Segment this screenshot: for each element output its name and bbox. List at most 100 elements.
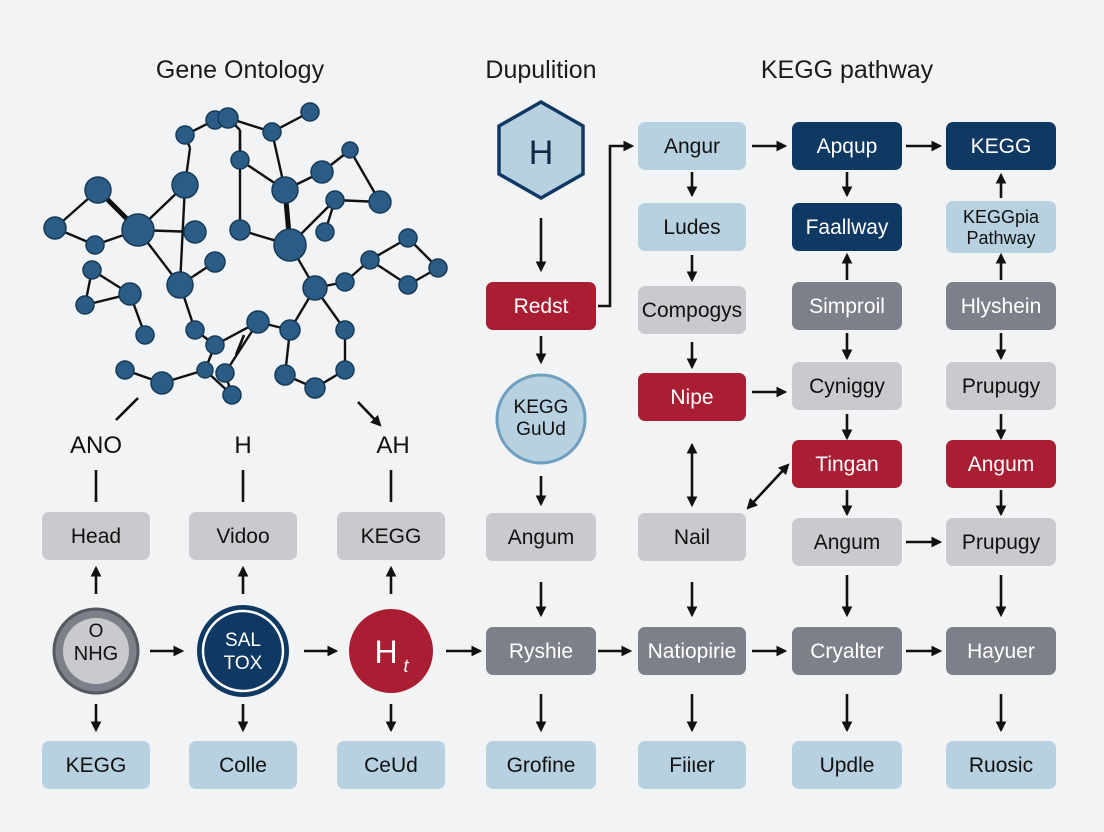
label-h: H bbox=[234, 432, 251, 459]
node-angum-c3-label: Angum bbox=[814, 531, 881, 554]
circle-kegg-guid-line2: GuUd bbox=[516, 419, 566, 440]
node-redst-box bbox=[486, 282, 596, 330]
node-faallway[interactable]: Faallway bbox=[792, 203, 902, 251]
node-tingan-label: Tingan bbox=[815, 453, 878, 476]
circle-kegg-guid[interactable]: KEGG GuUd bbox=[495, 373, 587, 465]
node-updle-label: Updle bbox=[820, 754, 875, 777]
node-angum-red-label: Angum bbox=[968, 453, 1035, 476]
node-kegg-left[interactable]: KEGG bbox=[337, 512, 445, 560]
node-cyniggy-box bbox=[792, 362, 902, 410]
node-ludes-label: Ludes bbox=[663, 216, 720, 239]
node-angum-red-box bbox=[946, 440, 1056, 488]
node-vidoo-box bbox=[189, 512, 297, 560]
node-ceud[interactable]: CeUd bbox=[337, 741, 445, 789]
node-angum-c3[interactable]: Angum bbox=[792, 518, 902, 566]
node-angum-c3-box bbox=[792, 518, 902, 566]
node-ruosic-box bbox=[946, 741, 1056, 789]
node-redst-label: Redst bbox=[514, 295, 569, 318]
node-angur[interactable]: Angur bbox=[638, 122, 746, 170]
node-ruosic-label: Ruosic bbox=[969, 754, 1033, 777]
node-prupugy-1[interactable]: Prupugy bbox=[946, 362, 1056, 410]
node-angum-mid-label: Angum bbox=[508, 526, 575, 549]
node-grofine-label: Grofine bbox=[507, 754, 576, 777]
node-nail[interactable]: Nail bbox=[638, 513, 746, 561]
node-colle[interactable]: Colle bbox=[189, 741, 297, 789]
node-nipe[interactable]: Nipe bbox=[638, 373, 746, 421]
node-apqup[interactable]: Apqup bbox=[792, 122, 902, 170]
node-cryalter-label: Cryalter bbox=[810, 640, 884, 663]
node-natiopirie-box bbox=[638, 627, 746, 675]
node-updle[interactable]: Updle bbox=[792, 741, 902, 789]
circle-ht-sub: t bbox=[403, 656, 409, 676]
node-vidoo[interactable]: Vidoo bbox=[189, 512, 297, 560]
node-redst[interactable]: Redst bbox=[486, 282, 596, 330]
node-grofine[interactable]: Grofine bbox=[486, 741, 596, 789]
node-cyniggy[interactable]: Cyniggy bbox=[792, 362, 902, 410]
node-tingan[interactable]: Tingan bbox=[792, 440, 902, 488]
node-hayuer-box bbox=[946, 627, 1056, 675]
node-prupugy-2[interactable]: Prupugy bbox=[946, 518, 1056, 566]
node-nail-box bbox=[638, 513, 746, 561]
molecule-network-graphic bbox=[43, 102, 448, 405]
circle-ht-main: H bbox=[374, 634, 397, 670]
node-angum-red[interactable]: Angum bbox=[946, 440, 1056, 488]
node-natiopirie[interactable]: Natiopirie bbox=[638, 627, 746, 675]
node-ludes[interactable]: Ludes bbox=[638, 203, 746, 251]
node-grofine-box bbox=[486, 741, 596, 789]
node-kegg-top[interactable]: KEGG bbox=[946, 122, 1056, 170]
node-head[interactable]: Head bbox=[42, 512, 150, 560]
node-ryshie[interactable]: Ryshie bbox=[486, 627, 596, 675]
node-compogys[interactable]: Compogys bbox=[638, 286, 746, 334]
node-prupugy-1-box bbox=[946, 362, 1056, 410]
node-nipe-label: Nipe bbox=[670, 386, 713, 409]
node-angum-mid-box bbox=[486, 513, 596, 561]
circle-sal-tox[interactable]: SAL TOX bbox=[197, 605, 289, 697]
node-head-label: Head bbox=[71, 525, 121, 548]
node-cyniggy-label: Cyniggy bbox=[809, 375, 885, 398]
circle-nhg-line2: NHG bbox=[74, 643, 118, 665]
node-ludes-box bbox=[638, 203, 746, 251]
node-hayuer[interactable]: Hayuer bbox=[946, 627, 1056, 675]
node-angum-mid[interactable]: Angum bbox=[486, 513, 596, 561]
node-faallway-label: Faallway bbox=[806, 216, 889, 239]
heading-duplication: Dupulition bbox=[485, 56, 596, 84]
node-ryshie-box bbox=[486, 627, 596, 675]
circle-nhg[interactable]: O NHG bbox=[52, 607, 140, 695]
node-faallway-box bbox=[792, 203, 902, 251]
node-vidoo-label: Vidoo bbox=[216, 525, 269, 548]
node-kegg-bottom[interactable]: KEGG bbox=[42, 741, 150, 789]
node-filter-label: Fiiιer bbox=[669, 754, 715, 777]
node-hlyshein[interactable]: Hlyshein bbox=[946, 282, 1056, 330]
node-kegg-bottom-label: KEGG bbox=[66, 754, 127, 777]
node-simproil-box bbox=[792, 282, 902, 330]
node-kegg-top-label: KEGG bbox=[971, 135, 1032, 158]
circle-ht[interactable]: H t bbox=[349, 609, 433, 693]
node-tingan-box bbox=[792, 440, 902, 488]
node-colle-box bbox=[189, 741, 297, 789]
node-apqup-label: Apqup bbox=[817, 135, 878, 158]
node-keggpia-pathway-label-2: Pathway bbox=[966, 228, 1035, 248]
node-kegg-left-box bbox=[337, 512, 445, 560]
node-ruosic[interactable]: Ruosic bbox=[946, 741, 1056, 789]
node-prupugy-1-label: Prupugy bbox=[962, 375, 1041, 398]
node-simproil[interactable]: Simproil bbox=[792, 282, 902, 330]
node-keggpia-pathway-label-1: KEGGpia bbox=[963, 207, 1040, 227]
node-compogys-label: Compogys bbox=[642, 299, 742, 322]
node-filter[interactable]: Fiiιer bbox=[638, 741, 746, 789]
node-hayuer-label: Hayuer bbox=[967, 640, 1035, 663]
node-angur-label: Angur bbox=[664, 135, 720, 158]
node-ceud-label: CeUd bbox=[364, 754, 418, 777]
node-prupugy-2-box bbox=[946, 518, 1056, 566]
node-colle-label: Colle bbox=[219, 754, 267, 777]
circle-sal-tox-line1: SAL bbox=[225, 630, 261, 651]
node-compogys-box bbox=[638, 286, 746, 334]
node-head-box bbox=[42, 512, 150, 560]
circle-nhg-line1: O bbox=[89, 621, 104, 642]
hexagon-node[interactable]: H bbox=[497, 99, 585, 201]
node-updle-box bbox=[792, 741, 902, 789]
node-cryalter[interactable]: Cryalter bbox=[792, 627, 902, 675]
node-angur-box bbox=[638, 122, 746, 170]
node-kegg-top-box bbox=[946, 122, 1056, 170]
